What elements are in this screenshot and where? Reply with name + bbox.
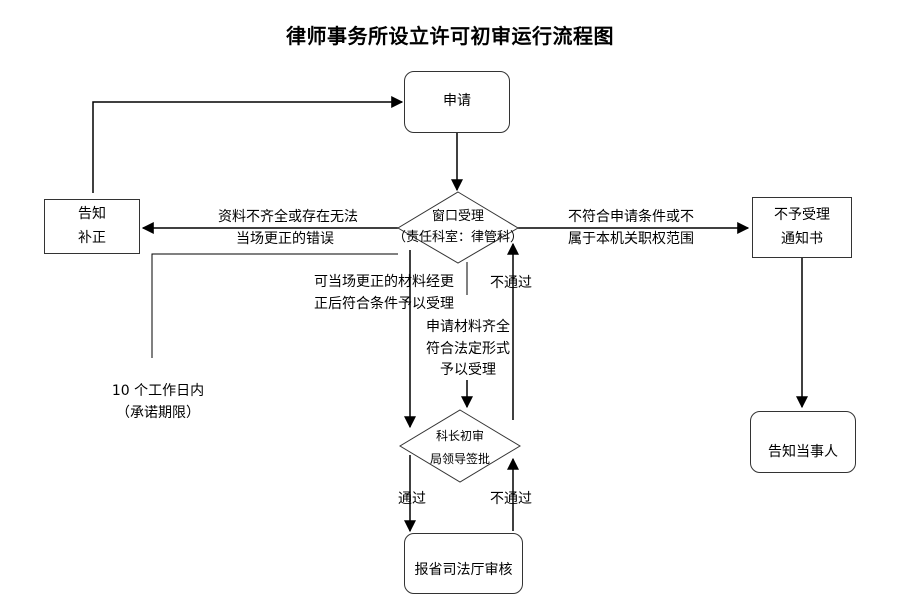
label-corrected: 可当场更正的材料经更 正后符合条件予以受理 — [314, 274, 454, 312]
deadline-bracket — [151, 253, 398, 358]
label-pass: 通过 — [398, 491, 426, 507]
label-complete: 申请材料齐全 符合法定形式 予以受理 — [426, 319, 510, 379]
label-fail-lower: 不通过 — [490, 491, 532, 507]
page-title: 律师事务所设立许可初审运行流程图 — [286, 24, 614, 48]
node-inform-party: 告知当事人 — [750, 411, 856, 473]
label-deadline: 10 个工作日内 （承诺期限） — [111, 383, 205, 421]
label-incomplete: 资料不齐全或存在无法 当场更正的错误 — [218, 209, 358, 247]
node-provincial: 报省司法厅审核 — [404, 533, 523, 594]
node-review-text: 科长初审 局领导签批 — [429, 429, 490, 466]
review-diamond — [399, 409, 521, 483]
label-fail-upper: 不通过 — [490, 275, 532, 291]
node-reject-notice: 不予受理 通知书 — [752, 197, 852, 258]
label-not-eligible: 不符合申请条件或不 属于本机关职权范围 — [568, 209, 694, 247]
node-apply: 申请 — [404, 71, 510, 133]
arrow-fix-to-apply — [92, 96, 404, 193]
node-notify-fix: 告知 补正 — [44, 199, 140, 254]
window-diamond — [397, 191, 519, 264]
node-window-text: 窗口受理 （责任科室：律管科） — [392, 209, 523, 245]
